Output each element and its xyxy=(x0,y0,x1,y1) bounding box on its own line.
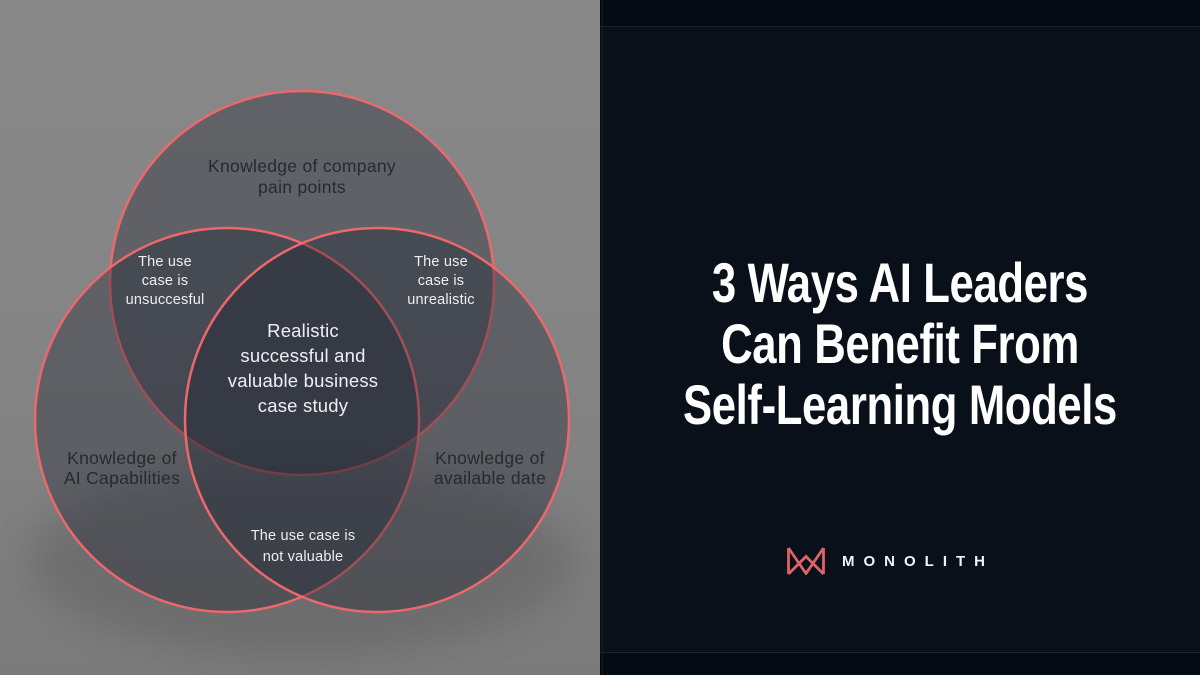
label-line: not valuable xyxy=(262,549,344,565)
title-line: Can Benefit From xyxy=(721,312,1079,375)
label-line: case study xyxy=(257,395,349,416)
label-line: The use xyxy=(414,254,468,270)
label-intersection-top-right: The use case is unrealistic xyxy=(407,253,474,310)
venn-circle-bottom-left xyxy=(33,226,421,614)
panel-top-strip xyxy=(600,0,1200,27)
label-line: pain points xyxy=(258,177,346,197)
monolith-wordmark: MONOLITH xyxy=(842,552,994,570)
venn-circles xyxy=(33,89,571,614)
label-bottom-right-circle: Knowledge of available date xyxy=(434,448,546,488)
panel-bottom-strip xyxy=(600,652,1200,675)
label-line: The use case is xyxy=(250,528,356,544)
venn-circle-bottom-right xyxy=(183,226,571,614)
label-line: available date xyxy=(433,468,547,488)
label-line: The use xyxy=(138,254,192,270)
label-line: valuable business xyxy=(227,370,379,391)
label-line: unrealistic xyxy=(407,292,475,308)
title-line: Self-Learning Models xyxy=(683,373,1117,436)
label-line: Knowledge of company xyxy=(208,156,396,176)
monolith-mark-icon xyxy=(787,547,825,575)
label-line: case is xyxy=(141,273,189,289)
label-intersection-bottom: The use case is not valuable xyxy=(251,526,356,568)
title-line: 3 Ways AI Leaders xyxy=(711,251,1089,314)
label-bottom-left-circle: Knowledge of AI Capabilities xyxy=(64,448,180,488)
venn-shadow xyxy=(27,465,577,655)
label-intersection-center: Realistic successful and valuable busine… xyxy=(228,318,378,418)
label-line: successful and xyxy=(240,345,366,366)
venn-panel: Knowledge of company pain points The use… xyxy=(0,0,600,675)
title-panel: 3 Ways AI Leaders Can Benefit From Self-… xyxy=(600,0,1200,675)
label-line: case is xyxy=(417,273,465,289)
label-line: Knowledge of xyxy=(435,448,545,468)
label-top-circle: Knowledge of company pain points xyxy=(208,156,396,198)
label-line: unsuccesful xyxy=(125,292,205,308)
venn-circle-top xyxy=(108,89,496,477)
panel-left-seam xyxy=(602,0,603,675)
page-title: 3 Ways AI Leaders Can Benefit From Self-… xyxy=(666,252,1134,435)
label-intersection-top-left: The use case is unsuccesful xyxy=(126,253,205,310)
label-line: Knowledge of xyxy=(67,448,177,468)
venn-diagram xyxy=(27,89,577,655)
label-line: AI Capabilities xyxy=(63,468,181,488)
monolith-logo: MONOLITH xyxy=(787,547,994,575)
monolith-mark-strokes xyxy=(787,547,825,575)
label-line: Realistic xyxy=(267,320,339,341)
